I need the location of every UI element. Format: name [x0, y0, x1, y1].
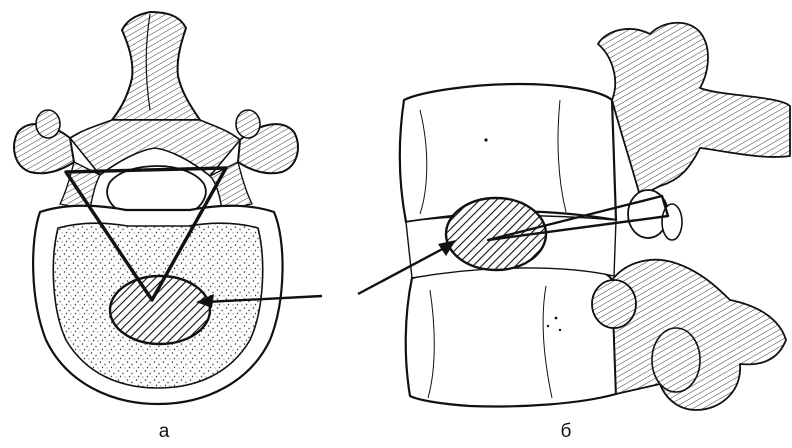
vertebral-foramen	[107, 166, 206, 214]
panel-a-label: а	[154, 421, 174, 443]
left-articular-process	[36, 110, 60, 138]
panel-a-vertebra-top-view	[14, 12, 322, 404]
left-pedicle	[60, 162, 100, 210]
panel-b-vertebrae-side-view	[358, 23, 790, 410]
lower-posterior-elements	[612, 260, 786, 410]
panel-b-label: б	[556, 421, 576, 443]
right-articular-process	[236, 110, 260, 138]
spinous-process	[112, 12, 200, 120]
upper-posterior-elements	[598, 23, 790, 196]
lower-vertebral-body	[406, 264, 616, 407]
